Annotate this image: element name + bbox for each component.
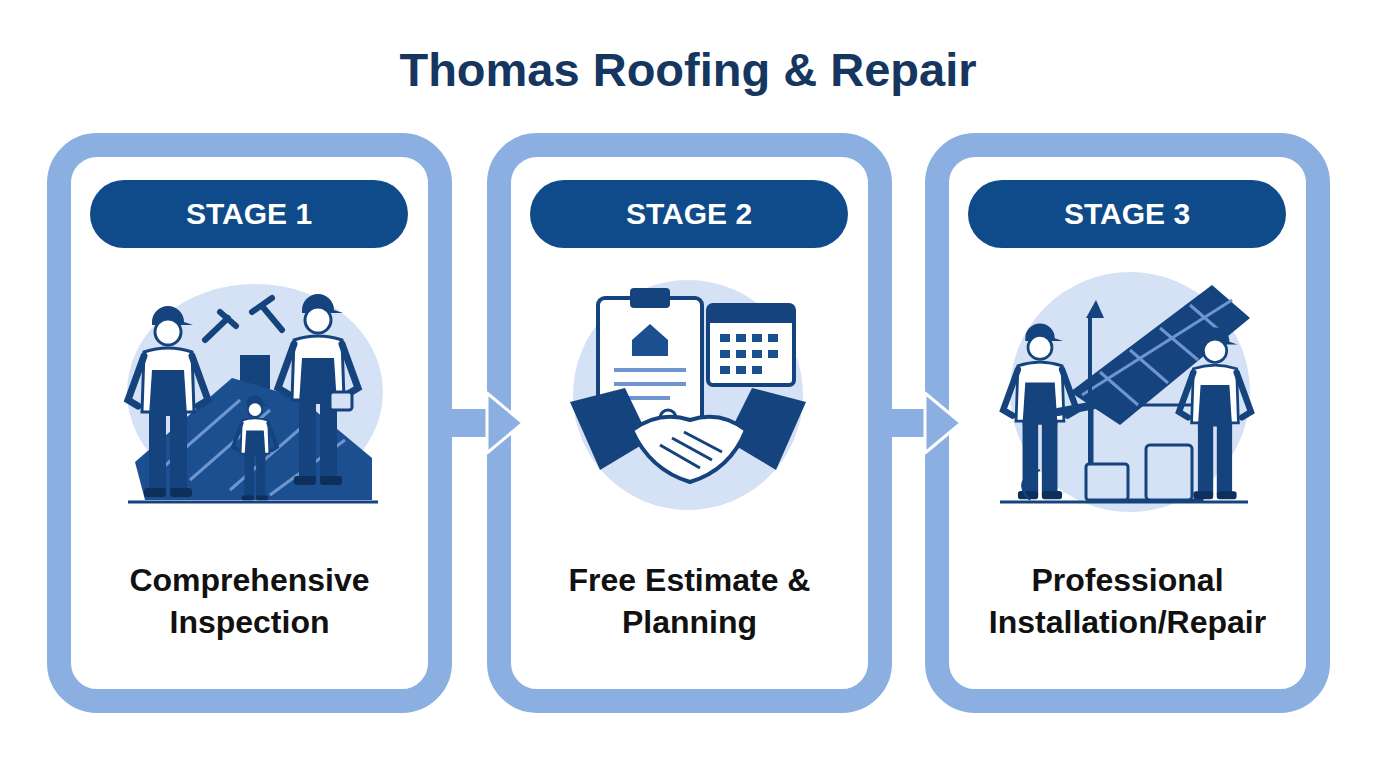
worker-left: [1003, 324, 1077, 500]
roof-shape: [135, 378, 372, 500]
flow-arrow: [452, 409, 487, 437]
stage-badge: STAGE 1: [90, 180, 408, 248]
ground-line: [128, 501, 378, 504]
worker-figure: [1179, 327, 1251, 499]
worker-left: [128, 306, 208, 497]
worker-figure: [1003, 324, 1077, 500]
bucket: [1086, 464, 1128, 500]
stage-label: STAGE 3: [1064, 199, 1190, 229]
document-lines: [614, 370, 686, 398]
finger-lines: [660, 432, 722, 468]
worker-figure: [233, 395, 277, 500]
worker-figure: [128, 306, 208, 497]
lamp-head: [1086, 300, 1104, 318]
estimate-illustration: [570, 280, 806, 510]
worker-figure: [278, 294, 358, 485]
hammer-icon: [252, 298, 282, 330]
stage-label: STAGE 1: [186, 199, 312, 229]
calendar-header: [708, 305, 794, 323]
chimney: [240, 355, 270, 389]
inspection-illustration: [127, 284, 383, 502]
hammer-icon: [205, 312, 236, 340]
house-wall: [1092, 405, 1202, 500]
seal-icon: [660, 410, 676, 426]
roof-lines: [160, 400, 345, 495]
calendar-grid: [720, 334, 778, 374]
lamp-post: [1088, 318, 1092, 500]
calendar: [708, 305, 794, 385]
panel-lines: [1082, 300, 1232, 405]
stage-caption: Comprehensive Inspection: [71, 559, 428, 643]
stage-label: STAGE 2: [626, 199, 752, 229]
handshake: [632, 417, 746, 482]
stage-card: Comprehensive Inspection STAGE 1: [47, 133, 452, 713]
clipboard-clip: [630, 288, 670, 308]
background-blob: [1010, 272, 1250, 512]
worker-right: [278, 294, 358, 485]
stage-caption: Professional Installation/Repair: [949, 559, 1306, 643]
tool-belt: [330, 392, 352, 410]
air-hose: [1022, 470, 1040, 500]
nail-gun: [1058, 404, 1100, 412]
clipboard: [598, 298, 702, 440]
worker-kneeling: [233, 395, 277, 500]
sleeve-right: [726, 388, 806, 470]
installation-illustration: [1000, 272, 1251, 512]
house-icon: [632, 324, 668, 356]
diagram-title: Thomas Roofing & Repair: [0, 44, 1376, 96]
worker-right: [1179, 327, 1251, 499]
roof-panels: [1070, 285, 1250, 425]
stage-caption: Free Estimate & Planning: [511, 559, 868, 643]
background-blob: [573, 280, 803, 510]
background-blob: [127, 284, 383, 500]
ground-line: [1000, 501, 1248, 504]
sleeve-left: [570, 388, 650, 470]
compressor: [1146, 445, 1192, 500]
stage-badge: STAGE 3: [968, 180, 1286, 248]
stage-badge: STAGE 2: [530, 180, 848, 248]
flow-arrow: [892, 409, 925, 437]
stage-card: Professional Installation/Repair STAGE 3: [925, 133, 1330, 713]
stage-card: Free Estimate & Planning STAGE 2: [487, 133, 892, 713]
